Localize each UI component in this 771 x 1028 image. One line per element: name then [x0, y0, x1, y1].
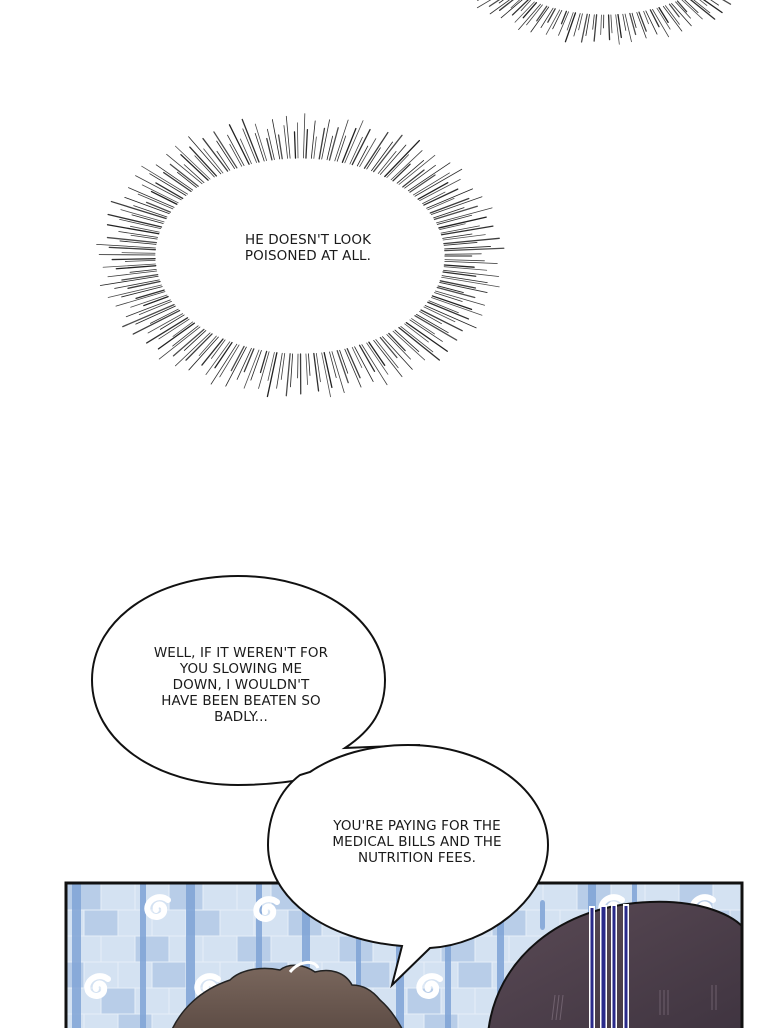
- hair-shine: [551, 985, 717, 1021]
- gloom-lines: [589, 904, 629, 1028]
- burst-bubble-text: HE DOESN'T LOOK POISONED AT ALL.: [244, 232, 372, 264]
- speech-bubble-text-beaten: WELL, IF IT WEREN'T FOR YOU SLOWING ME D…: [153, 645, 329, 725]
- burst-bubble-poisoned: [96, 113, 505, 398]
- left-character-hair: [171, 964, 403, 1028]
- hair-highlight: [288, 961, 320, 974]
- burst-bubble-top-partial: [476, 0, 732, 45]
- speech-bubble-text-medical-bills: YOU'RE PAYING FOR THE MEDICAL BILLS AND …: [332, 818, 502, 866]
- speech-bubble-medical-bills: [266, 743, 550, 989]
